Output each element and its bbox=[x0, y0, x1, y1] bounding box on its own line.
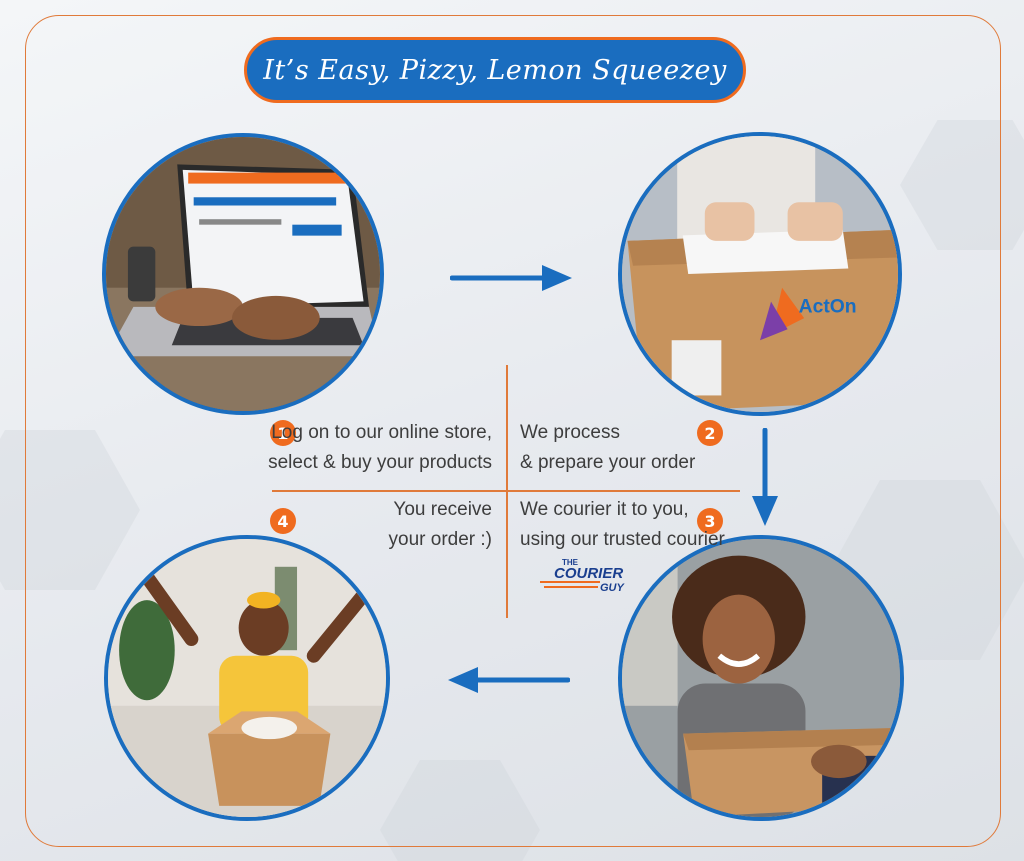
step-1-line-1: Log on to our online store, bbox=[271, 422, 492, 443]
step-badge-4: 4 bbox=[270, 508, 296, 534]
step-2-line-2: & prepare your order bbox=[520, 452, 696, 473]
step-divider-horizontal bbox=[272, 490, 740, 492]
box-logo: ActOn bbox=[799, 297, 857, 318]
outer-frame bbox=[25, 15, 1001, 847]
step-1-text: Log on to our online store, select & buy… bbox=[268, 418, 492, 478]
courier-logo-top: THE bbox=[562, 558, 579, 567]
step-1-line-2: select & buy your products bbox=[268, 452, 492, 473]
step-badge-2: 2 bbox=[697, 420, 723, 446]
step-4-line-2: your order :) bbox=[388, 529, 492, 550]
courier-logo-middle: COURIER bbox=[554, 565, 623, 582]
arrow-right-icon bbox=[450, 265, 572, 291]
arrow-left-icon bbox=[448, 667, 570, 693]
photo-happy-customer bbox=[104, 535, 390, 821]
step-2-text: We process & prepare your order bbox=[520, 418, 695, 478]
step-3-line-1: We courier it to you, bbox=[520, 499, 689, 520]
step-divider-vertical bbox=[506, 365, 508, 618]
step-2-line-1: We process bbox=[520, 422, 620, 443]
photo-package-box: ActOn bbox=[618, 132, 902, 416]
step-badge-1: 1 bbox=[270, 420, 296, 446]
arrow-down-icon bbox=[752, 428, 778, 526]
step-3-line-2: using our trusted courier bbox=[520, 529, 725, 550]
photo-courier-delivery bbox=[618, 535, 904, 821]
courier-logo: THE COURIER GUY bbox=[540, 556, 648, 594]
photo-online-store bbox=[102, 133, 384, 415]
courier-logo-bottom: GUY bbox=[600, 582, 626, 594]
step-badge-3: 3 bbox=[697, 508, 723, 534]
step-4-line-1: You receive bbox=[393, 499, 492, 520]
page-title: It’s Easy, Pizzy, Lemon Squeezey bbox=[244, 37, 746, 103]
step-4-text: You receive your order :) bbox=[389, 495, 492, 555]
step-3-text: We courier it to you, using our trusted … bbox=[520, 495, 725, 555]
